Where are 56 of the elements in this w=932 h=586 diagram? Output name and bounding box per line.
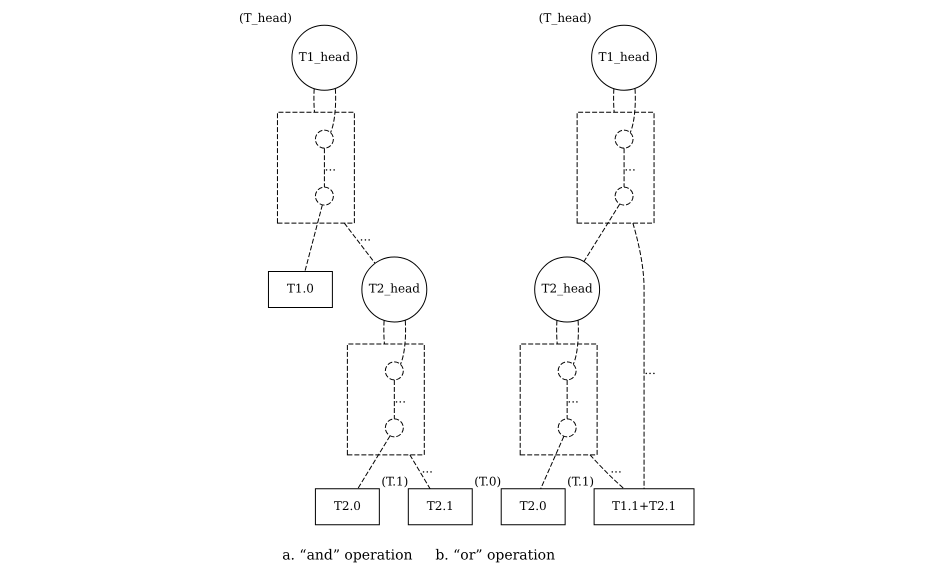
node-box: T1.0 <box>267 271 332 308</box>
edge-label: ... <box>324 160 336 174</box>
connector <box>393 380 394 420</box>
edge-label: ... <box>394 391 406 406</box>
cluster <box>519 343 598 456</box>
node-circle: T1_head <box>590 24 657 91</box>
connector <box>356 435 390 490</box>
node-circle: T2_head <box>360 256 427 322</box>
node-circle: T2_head <box>534 256 600 322</box>
node-circle <box>614 186 634 206</box>
node-label: (T.1) <box>380 474 408 488</box>
label: b. “or” operation <box>434 547 555 564</box>
connector <box>566 380 568 420</box>
node-circle <box>557 418 576 438</box>
node-label: (T.0) <box>474 474 501 488</box>
node-box: T1.1+T2.1 <box>593 488 694 526</box>
node-circle <box>614 130 634 149</box>
connector <box>629 88 636 133</box>
node-box: T2.0 <box>500 488 566 526</box>
connector <box>382 320 384 344</box>
node-box: T2.0 <box>314 488 380 526</box>
cluster <box>346 343 424 456</box>
node-label: (T_head) <box>238 10 292 25</box>
connector <box>588 454 624 490</box>
connector <box>540 436 564 490</box>
connector <box>330 88 336 133</box>
node-circle <box>384 361 404 380</box>
edge-label: ... <box>624 160 636 174</box>
node-box: T2.1 <box>407 488 472 526</box>
cluster <box>576 112 654 224</box>
connector <box>582 204 620 262</box>
edge-label: ... <box>644 363 656 378</box>
node-circle <box>557 361 576 380</box>
node-label: (T_head) <box>538 10 592 25</box>
edge-label: ... <box>359 230 371 244</box>
node-circle <box>384 418 404 438</box>
connector <box>312 88 314 113</box>
connector <box>343 222 375 264</box>
node-label: (T.1) <box>566 474 594 488</box>
connector <box>572 320 578 365</box>
connector <box>612 88 614 113</box>
connector <box>399 320 406 365</box>
connector <box>632 222 644 490</box>
label: a. “and” operation <box>282 547 412 564</box>
edge-label: ... <box>610 461 622 476</box>
node-circle <box>314 130 334 149</box>
node-circle: T1_head <box>290 24 357 91</box>
connector <box>556 320 558 344</box>
edge-label: ... <box>421 461 433 476</box>
connector <box>304 204 322 272</box>
node-circle <box>314 186 334 206</box>
cluster <box>276 112 354 224</box>
edge-label: ... <box>566 391 578 406</box>
connector <box>323 148 324 188</box>
connector <box>408 454 430 490</box>
connector <box>623 148 624 188</box>
